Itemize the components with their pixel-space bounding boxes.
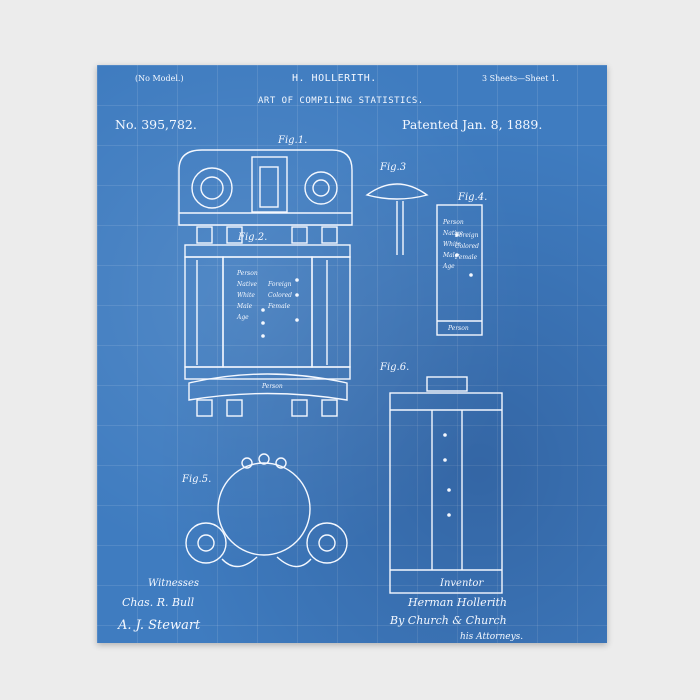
card-label: Female (455, 254, 478, 261)
attorneys-signature: By Church & Church (390, 614, 507, 627)
inventor-name: H. HOLLERITH. (292, 73, 377, 84)
fig2-drawing (184, 226, 351, 417)
card-label: Native (237, 281, 258, 288)
card-label: White (237, 292, 255, 299)
witness-signature-2: A. J. Stewart (118, 618, 201, 633)
blueprint-blanket (97, 65, 607, 643)
fig4-label: Fig.4. (458, 192, 488, 203)
fig3-label: Fig.3 (380, 162, 407, 173)
card-label: Person (448, 325, 469, 332)
card-label: Male (237, 303, 253, 310)
fig6-drawing (389, 376, 503, 594)
card-label: Female (268, 303, 291, 310)
patent-drawing (178, 149, 503, 594)
patent-title: ART OF COMPILING STATISTICS. (258, 96, 424, 106)
fig4-drawing (436, 204, 483, 336)
inventor-signature: Herman Hollerith (408, 596, 507, 609)
model-note: (No Model.) (135, 74, 184, 83)
card-label: Native (443, 230, 464, 237)
fig5-drawing (185, 453, 348, 568)
fig1-drawing (178, 149, 353, 226)
card-label: Male (443, 252, 459, 259)
card-label: Colored (455, 243, 479, 250)
card-label: Age (443, 263, 455, 270)
fig3-drawing (365, 183, 429, 255)
inventor-label: Inventor (440, 578, 484, 589)
card-label: Colored (268, 292, 292, 299)
witnesses-label: Witnesses (148, 578, 199, 589)
fig1-label: Fig.1. (278, 135, 308, 146)
card-label: White (443, 241, 461, 248)
card-label: Person (262, 383, 283, 390)
card-label: Person (443, 219, 464, 226)
fig6-label: Fig.6. (380, 362, 410, 373)
card-label: Foreign (268, 281, 292, 288)
patent-date: Patented Jan. 8, 1889. (402, 117, 543, 132)
attorneys-label: his Attorneys. (460, 632, 524, 642)
card-label: Person (237, 270, 258, 277)
card-label: Age (237, 314, 249, 321)
patent-number: No. 395,782. (115, 117, 197, 132)
sheets-note: 3 Sheets—Sheet 1. (482, 74, 559, 83)
fig5-label: Fig.5. (182, 474, 212, 485)
witness-signature-1: Chas. R. Bull (122, 596, 195, 609)
fig2-label: Fig.2. (238, 232, 268, 243)
card-label: Foreign (455, 232, 479, 239)
